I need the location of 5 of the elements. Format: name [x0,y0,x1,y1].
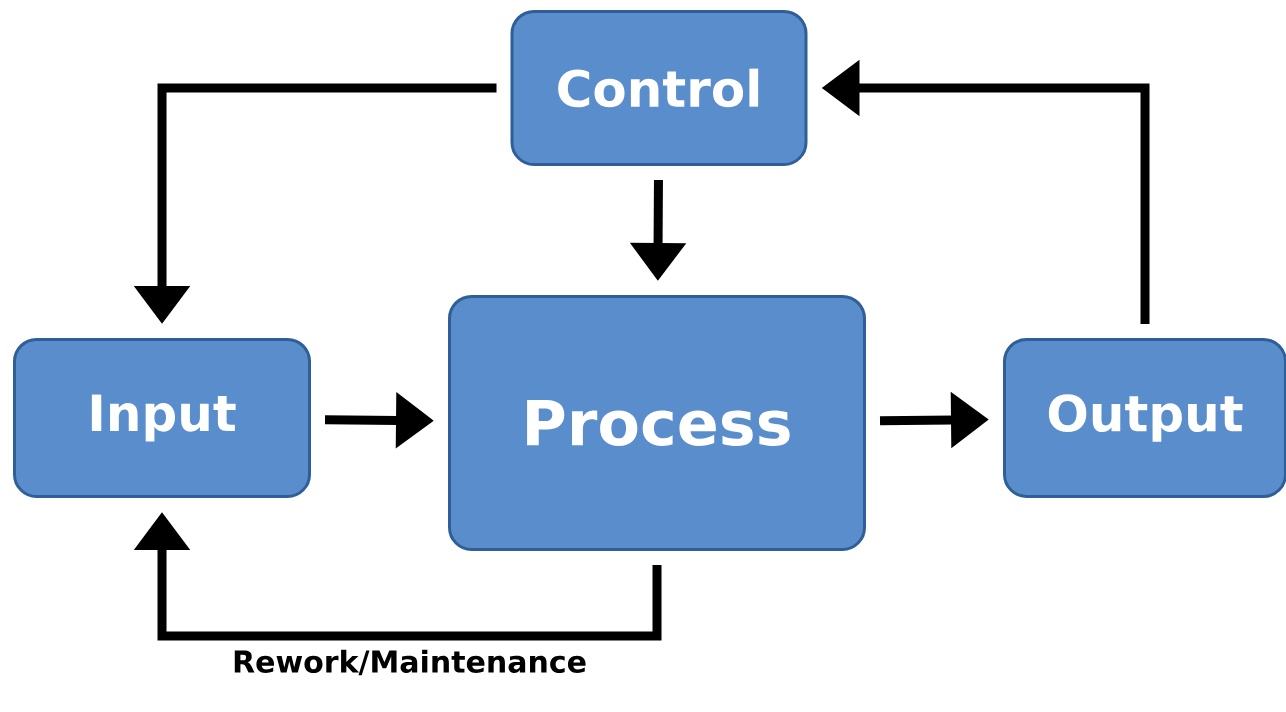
edge-label: Rework/Maintenance [230,647,589,678]
process-box: Control [510,10,808,166]
process-box: Process [448,295,866,551]
process-box: Input [13,338,311,498]
process-box: Output [1003,338,1286,498]
